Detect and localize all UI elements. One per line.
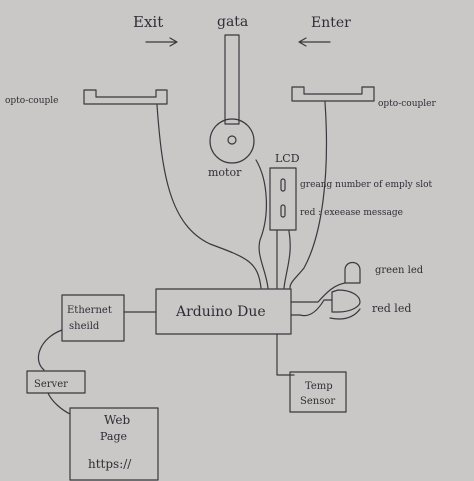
web-label-line1: Web: [104, 413, 130, 427]
lcd-line1-label: greang number of emply slot: [300, 180, 433, 190]
temp-sensor-wire: [276, 333, 295, 376]
motor-label: motor: [208, 166, 242, 179]
temp-label-line1: Temp: [305, 381, 333, 392]
exit-arrow-icon: [145, 37, 178, 47]
enter-label: Enter: [311, 15, 351, 31]
lcd-label: LCD: [275, 152, 300, 165]
enter-arrow-icon: [298, 37, 331, 47]
opto-coupler-left: [83, 89, 168, 105]
wire-opto-right: [289, 101, 328, 289]
green-led-label: green led: [375, 265, 424, 276]
server-link: [38, 329, 63, 371]
green-led-icon: [344, 261, 361, 284]
lcd-line2-label: red : exeease message: [300, 208, 403, 218]
ethernet-label-line2: sheild: [69, 321, 100, 332]
exit-label: Exit: [133, 13, 163, 31]
green-led-wire: [290, 282, 346, 303]
web-page-box: [69, 407, 159, 481]
motor-shaft: [227, 135, 237, 145]
server-label: Server: [34, 379, 68, 390]
red-led-return: [329, 308, 361, 320]
wire-motor: [255, 159, 269, 289]
red-led-wire: [290, 299, 333, 317]
temp-sensor-box: [289, 371, 347, 413]
red-led-icon: [331, 289, 361, 313]
opto-coupler-right-label: opto-coupler: [378, 99, 436, 109]
gate-arm: [224, 34, 240, 125]
wire-lcd-2: [283, 230, 291, 289]
ethernet-label-line1: Ethernet: [67, 305, 112, 316]
wire-opto-left: [156, 104, 262, 289]
gate-label: gata: [217, 14, 248, 30]
arduino-label: Arduino Due: [175, 304, 266, 320]
temp-label-line2: Sensor: [300, 396, 335, 407]
web-label-line3: https://: [88, 457, 132, 471]
lcd-indicator-2: [280, 204, 286, 218]
opto-coupler-right: [291, 86, 375, 102]
lcd-module: [269, 167, 297, 231]
web-label-line2: Page: [100, 430, 127, 443]
server-box: [26, 370, 86, 394]
red-led-label: red led: [372, 302, 411, 315]
web-link: [47, 392, 71, 415]
lcd-indicator-1: [280, 178, 286, 192]
opto-coupler-left-label: opto-couple: [5, 96, 58, 106]
motor: [209, 118, 255, 164]
ethernet-shield: [61, 294, 125, 342]
